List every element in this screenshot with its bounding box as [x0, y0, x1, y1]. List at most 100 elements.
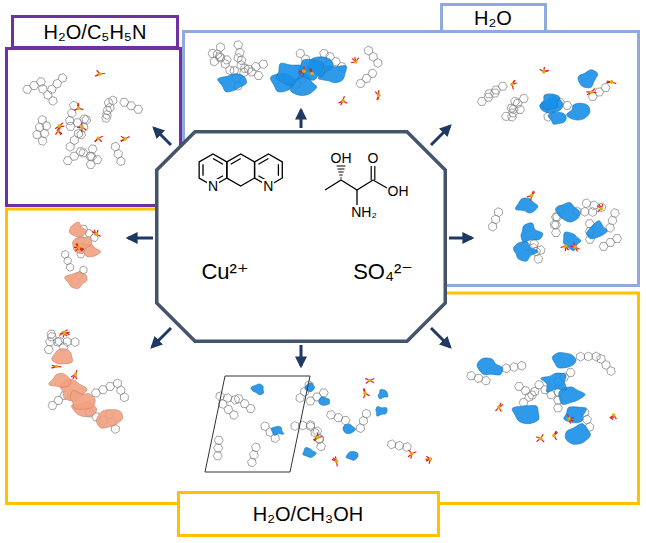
ring	[317, 442, 326, 451]
molecule	[210, 43, 224, 66]
ring	[63, 157, 72, 165]
sulfate	[351, 57, 359, 64]
heading-text: H₂O/C₅H₅N	[44, 21, 147, 43]
atom	[96, 136, 100, 140]
atom	[510, 83, 514, 87]
ring	[599, 243, 608, 251]
arrow	[154, 128, 171, 145]
atom	[539, 437, 543, 441]
atom	[80, 126, 84, 130]
ring	[117, 157, 125, 166]
arrow	[300, 345, 303, 366]
ion-text: Cu²⁺	[201, 260, 248, 284]
void-surface	[303, 447, 316, 457]
atom	[542, 70, 546, 74]
ring	[477, 97, 486, 105]
arrow	[300, 110, 303, 128]
atom	[316, 436, 320, 440]
sulfate	[586, 88, 596, 94]
ring	[102, 114, 111, 122]
ring	[356, 79, 365, 87]
void-surface	[251, 384, 264, 395]
atom	[567, 417, 571, 421]
double-bond	[213, 176, 223, 182]
atom	[310, 72, 314, 76]
ring	[374, 59, 382, 68]
atom	[123, 137, 127, 141]
ring	[248, 458, 257, 467]
ring	[71, 338, 79, 347]
hashed-bond	[339, 175, 342, 176]
molecule	[66, 115, 89, 130]
molecule	[502, 105, 525, 120]
ring	[224, 405, 233, 414]
arrow	[431, 126, 450, 145]
ring	[237, 56, 246, 65]
atom	[552, 434, 556, 438]
sulfate	[55, 123, 64, 131]
ring	[403, 443, 411, 452]
void-surface	[218, 74, 247, 92]
hashed-bond	[337, 166, 346, 167]
molecule	[216, 53, 234, 74]
molecule	[502, 361, 526, 372]
sulfate	[74, 246, 84, 252]
molecule	[120, 98, 143, 113]
bond	[373, 180, 387, 188]
molecule	[488, 208, 502, 231]
molecule	[102, 99, 113, 123]
molecule	[39, 85, 58, 106]
void-surface	[548, 112, 566, 124]
sulfate	[60, 331, 70, 337]
molecule	[356, 409, 370, 432]
sulfate	[92, 230, 101, 236]
sulfate	[52, 365, 62, 369]
crystal-packing	[44, 330, 128, 434]
bond	[325, 180, 373, 190]
heading-text: H₂O/CH₃OH	[253, 503, 363, 525]
void-surface	[565, 424, 590, 445]
molecule	[103, 96, 117, 119]
sulfate	[299, 66, 306, 76]
atom	[63, 331, 67, 335]
structural-formula	[199, 154, 387, 205]
ring	[66, 263, 73, 271]
atom	[377, 94, 381, 98]
ring	[552, 229, 561, 237]
void-surface	[69, 222, 86, 237]
sulfate	[375, 90, 380, 100]
molecule	[519, 387, 539, 407]
ring	[47, 330, 56, 338]
hashed-bond	[338, 172, 343, 173]
ring	[530, 387, 539, 396]
ring	[584, 352, 592, 361]
void-surface	[477, 358, 503, 375]
molecule	[577, 352, 600, 361]
molecule	[48, 74, 67, 94]
sulfate	[95, 70, 105, 76]
ring	[103, 106, 112, 114]
molecule	[47, 333, 68, 352]
ring	[356, 424, 364, 433]
ring	[134, 105, 143, 113]
molecule	[234, 53, 248, 76]
molecule	[356, 69, 377, 88]
double-bond	[371, 166, 372, 180]
ring	[387, 440, 395, 449]
ring	[23, 85, 32, 93]
sulfate	[426, 456, 433, 464]
void-surface	[346, 452, 358, 461]
molecule	[364, 46, 382, 67]
ring	[510, 363, 518, 372]
atom	[77, 246, 81, 250]
void-surface	[298, 59, 323, 80]
molecule	[551, 213, 560, 236]
void-surface	[515, 198, 537, 213]
ring	[395, 441, 403, 450]
atom	[77, 106, 81, 110]
molecule	[606, 209, 619, 233]
ring	[58, 74, 67, 83]
molecule	[113, 379, 128, 402]
molecule	[234, 41, 246, 65]
sulfate	[552, 431, 557, 440]
